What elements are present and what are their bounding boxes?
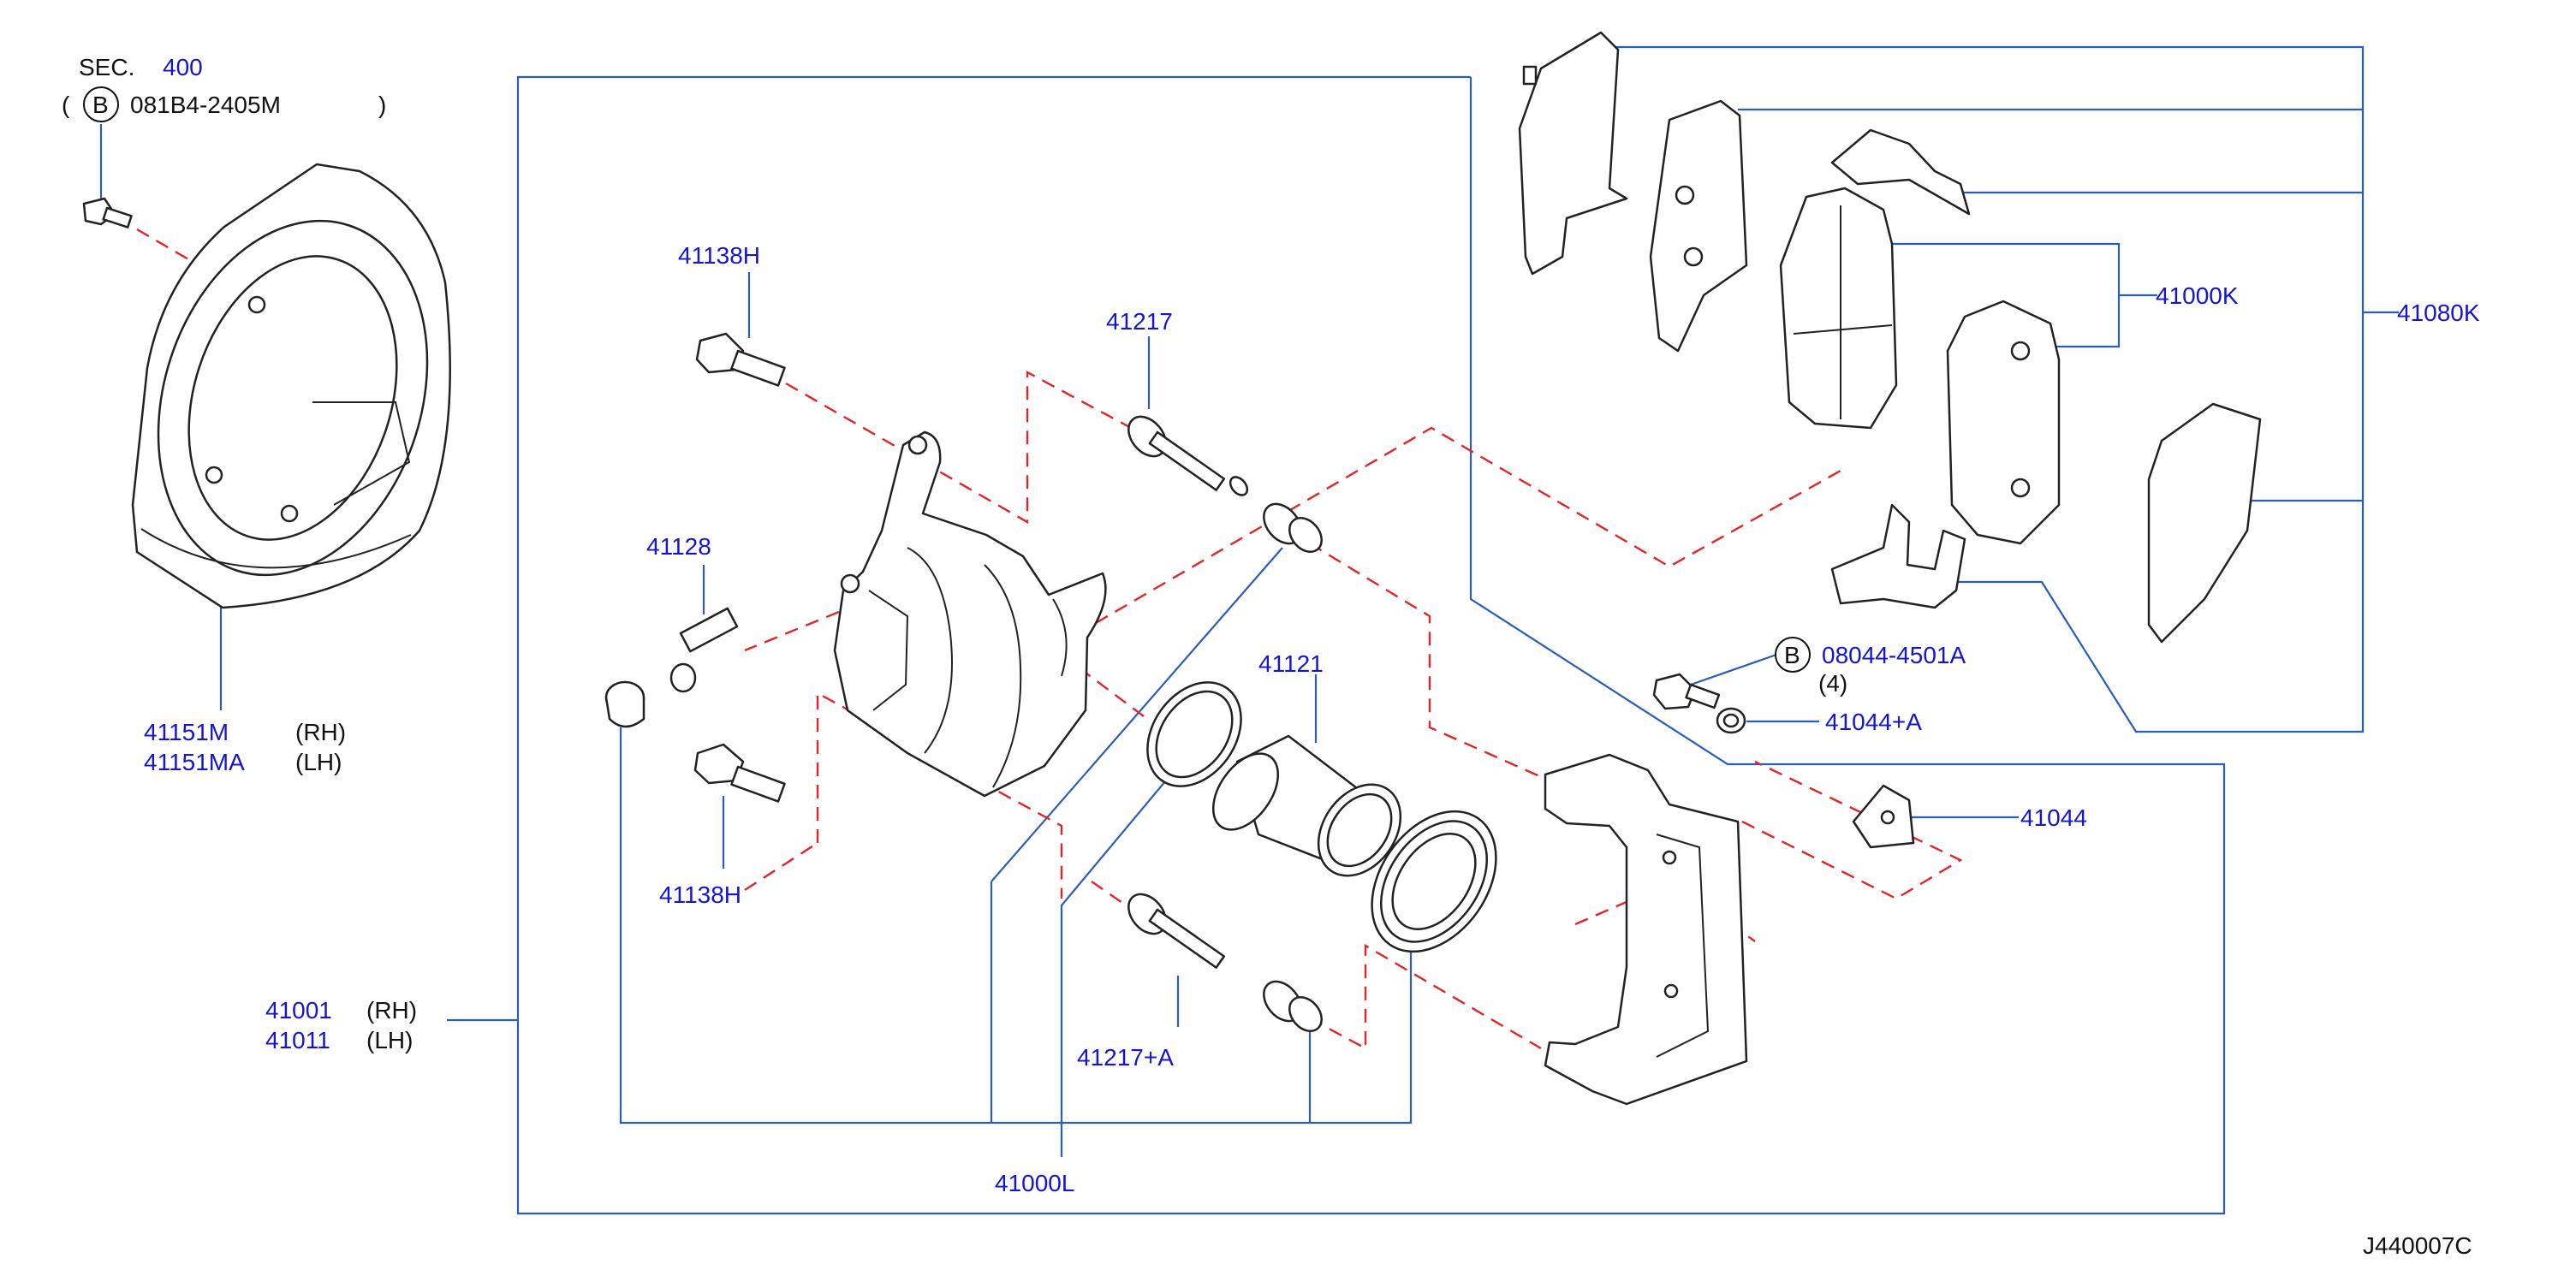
brake-pad-outer-drawing: [1779, 187, 1898, 430]
part-41138h-bottom[interactable]: 41138H: [659, 881, 741, 908]
piston-boot-drawing: [1371, 810, 1497, 953]
brake-pad-inner-drawing: [1946, 300, 2061, 545]
bleeder-screw-drawing: [669, 607, 739, 693]
part-41001-side: (RH): [366, 997, 417, 1024]
bleeder-cap-drawing: [604, 680, 645, 728]
part-41151ma-side: (LH): [295, 749, 342, 775]
paren-close: ): [378, 92, 386, 118]
bolt-circle-icon: [83, 86, 119, 122]
diagram-code: J440007C: [2363, 1232, 2472, 1259]
bolt-code: 081B4-2405M: [130, 92, 281, 118]
part-41217a[interactable]: 41217+A: [1077, 1044, 1174, 1071]
part-41000k[interactable]: 41000K: [2156, 282, 2239, 309]
paren-open: (: [62, 92, 70, 118]
inner-shim-drawing: [1649, 99, 1748, 353]
sec-number[interactable]: 400: [163, 54, 203, 80]
part-41138h-top[interactable]: 41138H: [678, 242, 760, 269]
pad-shim-lower-drawing: [2147, 402, 2262, 644]
pad-spring-drawing: [1830, 128, 1971, 216]
part-41011[interactable]: 41011: [265, 1027, 330, 1053]
torque-member-drawing: [1544, 753, 1748, 1106]
part-41151ma[interactable]: 41151MA: [144, 749, 245, 775]
guide-bolt-top-drawing: [695, 332, 786, 387]
bolt2-circle-icon: [1775, 637, 1811, 673]
bolt2-qty: (4): [1818, 670, 1847, 697]
sec-label: SEC.: [79, 54, 134, 80]
part-41151m-side: (RH): [295, 719, 346, 745]
part-41001[interactable]: 41001: [265, 997, 332, 1024]
pad-clip-drawing: [1830, 503, 1966, 609]
anti-squeal-plate-drawing: [1852, 784, 1915, 849]
part-41011-side: (LH): [366, 1027, 413, 1053]
part-41217[interactable]: 41217: [1106, 308, 1173, 335]
caliper-group-box: [516, 75, 2226, 1215]
pin-boot-top-drawing: [1263, 502, 1323, 553]
labels: SEC. 400 ( B 081B4-2405M ) 41151M (RH) 4…: [62, 54, 2480, 1259]
guide-pin-a-drawing: [1127, 893, 1226, 969]
piston-drawing: [1211, 734, 1402, 877]
outer-shim-drawing: [1518, 31, 1628, 276]
part-41044a[interactable]: 41044+A: [1825, 709, 1922, 735]
part-41128[interactable]: 41128: [646, 533, 711, 560]
bolt-08044-icon: [1652, 673, 1721, 710]
part-41080k[interactable]: 41080K: [2397, 300, 2480, 326]
washer-41044a-drawing: [1716, 707, 1746, 734]
part-41044[interactable]: 41044: [2020, 804, 2087, 831]
bolt2-letter: B: [1784, 642, 1800, 668]
bolt-circle-letter: B: [92, 92, 109, 118]
piston-seal-drawing: [1146, 681, 1242, 787]
bolt-icon: [82, 197, 133, 228]
dust-shield-drawing: [131, 163, 451, 609]
part-08044-4501a[interactable]: 08044-4501A: [1822, 642, 1966, 668]
pin-boot-bottom-drawing: [1263, 980, 1323, 1032]
caliper-body-drawing: [833, 430, 1107, 798]
part-41000l[interactable]: 41000L: [995, 1170, 1074, 1196]
guide-pin-drawing: [1127, 415, 1249, 496]
part-41151m[interactable]: 41151M: [144, 719, 229, 745]
part-41121[interactable]: 41121: [1258, 650, 1324, 677]
leader-lines: [99, 45, 2399, 1215]
guide-bolt-bottom-drawing: [693, 743, 786, 803]
